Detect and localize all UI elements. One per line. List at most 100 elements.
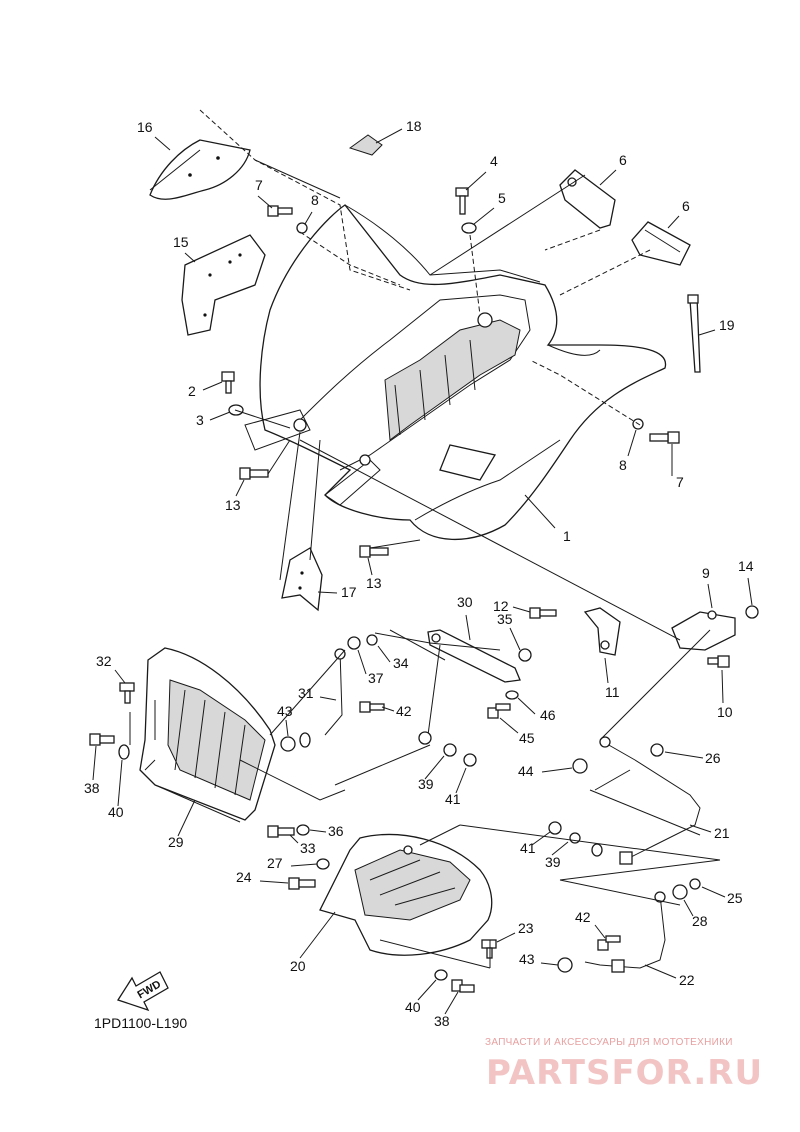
callout-c34: 34 bbox=[393, 655, 409, 671]
callout-c6b: 6 bbox=[682, 198, 690, 214]
leader-line-c34 bbox=[377, 645, 391, 663]
bolt-part-42b bbox=[597, 935, 621, 951]
stay-part-21 bbox=[599, 736, 701, 865]
bolt-part-45 bbox=[487, 703, 511, 719]
collar-part-37 bbox=[347, 636, 361, 650]
watermark-tagline: ЗАПЧАСТИ И АКСЕССУАРЫ ДЛЯ МОТОТЕХНИКИ bbox=[485, 1037, 733, 1048]
leader-line-c45 bbox=[499, 717, 519, 734]
washer-part-46 bbox=[505, 690, 519, 700]
watermark-logo-text: PARTSFOR.RU bbox=[486, 1053, 763, 1093]
forward-arrow-icon: FWD bbox=[117, 971, 169, 1012]
leader-line-c37 bbox=[357, 649, 367, 675]
callout-c14: 14 bbox=[738, 558, 754, 574]
stay-part-22 bbox=[584, 891, 666, 973]
callout-c39b: 39 bbox=[545, 854, 561, 870]
leader-line-c3 bbox=[209, 411, 231, 421]
callout-c31: 31 bbox=[298, 685, 314, 701]
callout-c44: 44 bbox=[518, 763, 534, 779]
leader-line-c17 bbox=[317, 591, 338, 594]
collar-part-28 bbox=[672, 884, 688, 900]
leader-line-c42b bbox=[594, 924, 606, 939]
bolt-part-7b bbox=[649, 431, 680, 444]
leader-line-c16 bbox=[154, 136, 171, 151]
leader-line-c13a bbox=[235, 479, 245, 497]
bracket-part-11 bbox=[583, 607, 621, 656]
callout-c43a: 43 bbox=[277, 703, 293, 719]
callout-c25: 25 bbox=[727, 890, 743, 906]
collar-part-34 bbox=[366, 634, 378, 646]
callout-c36: 36 bbox=[328, 823, 344, 839]
stay-part-6b bbox=[631, 221, 691, 266]
cable-tie-part-19 bbox=[687, 294, 701, 373]
bracket-part-9 bbox=[671, 610, 736, 651]
washer-part-c bbox=[591, 843, 603, 857]
callout-c29: 29 bbox=[168, 834, 184, 850]
stay-part-6a bbox=[559, 169, 616, 229]
callout-c43b: 43 bbox=[519, 951, 535, 967]
nut-part-43a bbox=[280, 736, 296, 752]
callout-c7a: 7 bbox=[255, 177, 263, 193]
leader-line-c13b bbox=[367, 557, 373, 576]
leader-line-c29 bbox=[177, 799, 196, 837]
diagram-code: 1PD1100-L190 bbox=[94, 1015, 187, 1031]
front-guard-part-29 bbox=[139, 647, 276, 823]
projection-lines bbox=[129, 109, 721, 969]
callout-c16: 16 bbox=[137, 119, 153, 135]
callout-c27: 27 bbox=[267, 855, 283, 871]
callout-c22: 22 bbox=[679, 972, 695, 988]
washer-part-27 bbox=[316, 858, 330, 870]
leader-line-c30 bbox=[465, 614, 471, 641]
callout-c7b: 7 bbox=[676, 474, 684, 490]
callout-c12: 12 bbox=[493, 598, 509, 614]
callout-c19: 19 bbox=[719, 317, 735, 333]
leader-line-c21 bbox=[689, 824, 712, 833]
bolt-part-33 bbox=[267, 825, 295, 838]
leader-line-c2 bbox=[202, 381, 223, 391]
washer-part-5 bbox=[461, 222, 477, 234]
leader-line-c8b bbox=[627, 429, 637, 457]
callout-c38a: 38 bbox=[84, 780, 100, 796]
bolt-part-13b bbox=[359, 545, 389, 558]
bolt-part-32 bbox=[119, 682, 135, 704]
bolt-part-42a bbox=[359, 701, 385, 713]
leader-line-c8a bbox=[304, 211, 313, 225]
collar-part-39a bbox=[443, 743, 457, 757]
bolt-part-12 bbox=[529, 607, 557, 619]
callout-c32: 32 bbox=[96, 653, 112, 669]
leader-line-c26 bbox=[664, 751, 704, 759]
leader-line-c6b bbox=[667, 215, 680, 229]
leader-line-c22 bbox=[644, 964, 677, 979]
leader-line-c40a bbox=[117, 759, 123, 807]
collar-part-25 bbox=[689, 878, 701, 890]
callout-c42a: 42 bbox=[396, 703, 412, 719]
leader-line-c32 bbox=[114, 669, 126, 684]
bolt-part-38a bbox=[89, 733, 115, 746]
callout-c40a: 40 bbox=[108, 804, 124, 820]
mud-flap-part-16 bbox=[149, 139, 251, 200]
leader-line-c24 bbox=[259, 880, 289, 884]
leader-line-c44 bbox=[541, 767, 573, 773]
leader-line-c40b bbox=[417, 979, 437, 1001]
nut-part-41a bbox=[463, 753, 477, 767]
leader-line-c15 bbox=[184, 252, 196, 263]
bolt-part-10 bbox=[707, 655, 730, 668]
callout-c37: 37 bbox=[368, 670, 384, 686]
callout-c30: 30 bbox=[457, 594, 473, 610]
leader-line-c42a bbox=[381, 706, 395, 712]
nut-part-35 bbox=[518, 648, 532, 662]
stay-part-31 bbox=[324, 648, 346, 736]
callout-c38b: 38 bbox=[434, 1013, 450, 1029]
bolt-part-4 bbox=[455, 187, 469, 215]
washer-part-40b bbox=[434, 969, 448, 981]
leader-line-c18 bbox=[375, 128, 403, 144]
callout-c10: 10 bbox=[717, 704, 733, 720]
leader-line-c39a bbox=[424, 755, 445, 780]
guard-part-15 bbox=[181, 234, 266, 336]
callout-c40b: 40 bbox=[405, 999, 421, 1015]
leader-line-c4 bbox=[465, 171, 487, 191]
washer-part-36 bbox=[296, 824, 310, 836]
bolt-part-38b bbox=[451, 979, 475, 993]
leader-line-c31 bbox=[319, 696, 337, 701]
leader-line-c11 bbox=[604, 657, 609, 684]
